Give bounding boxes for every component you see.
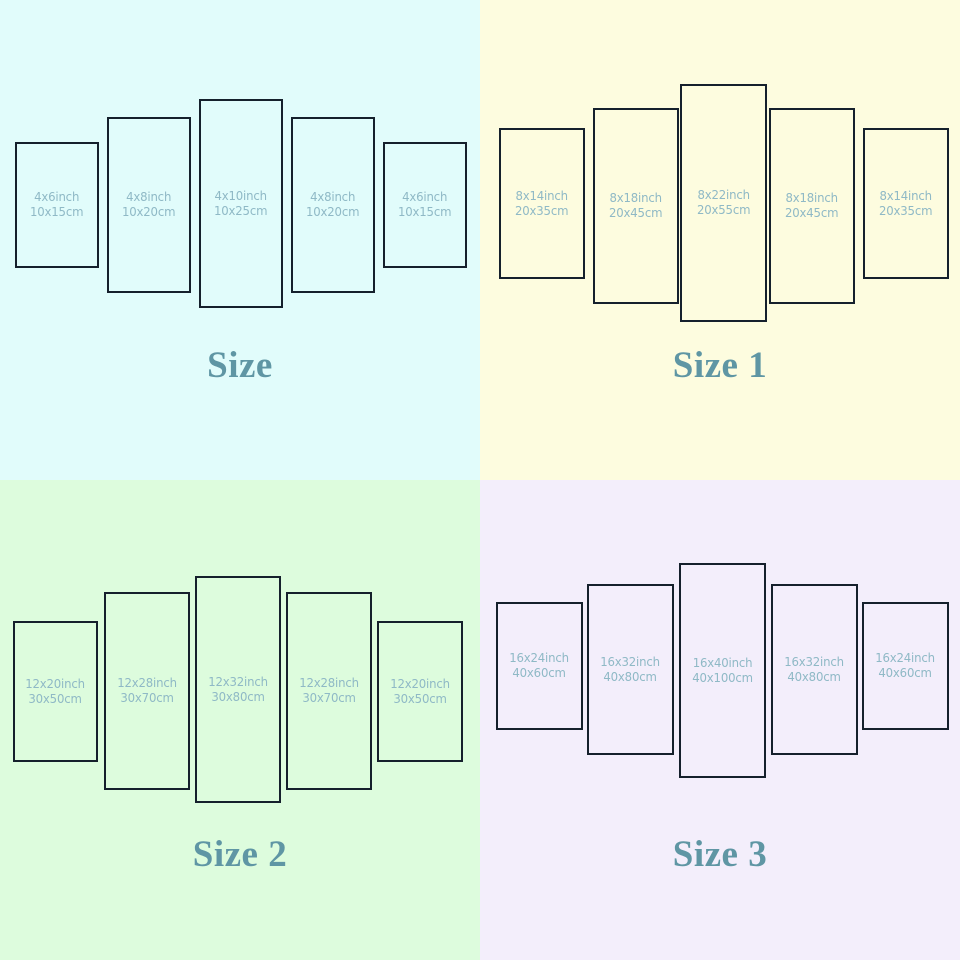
- panel-size-inch: 8x22inch: [697, 187, 750, 203]
- size-title-size-3: Size 3: [672, 834, 768, 875]
- size-title-size: Size: [207, 345, 273, 386]
- panel-size-cm: 20x45cm: [785, 205, 839, 220]
- panel-size-inch: 16x32inch: [600, 653, 661, 669]
- size-title-size-2: Size 2: [192, 834, 288, 875]
- panel-size-cm: 40x100cm: [692, 669, 753, 685]
- panel-size-inch: 4x6inch: [402, 189, 448, 205]
- panel-size-cm: 40x80cm: [787, 668, 842, 684]
- panel-size-inch: 4x10inch: [214, 187, 268, 203]
- panel-size-cm: 10x20cm: [306, 204, 360, 219]
- panel-size-cm: 20x55cm: [696, 202, 751, 217]
- size-title-size-1: Size 1: [672, 345, 768, 386]
- panel-size-inch: 12x20inch: [390, 675, 450, 691]
- panel-size-inch: 16x32inch: [784, 653, 845, 669]
- panel-size-inch: 12x28inch: [299, 675, 359, 691]
- panel-size-cm: 30x80cm: [211, 688, 265, 704]
- panel-size-cm: 40x60cm: [878, 665, 933, 680]
- panel-size-cm: 20x35cm: [515, 202, 569, 218]
- panel-size-inch: 12x28inch: [117, 675, 177, 691]
- panel-size-inch: 8x14inch: [879, 187, 933, 203]
- panel-size-cm: 30x50cm: [28, 690, 83, 706]
- panel-size-cm: 40x80cm: [603, 668, 658, 684]
- panel-size-cm: 10x15cm: [30, 204, 84, 219]
- panel-size-cm: 40x60cm: [512, 665, 567, 680]
- panel-size-inch: 12x32inch: [208, 673, 268, 689]
- panel-size-inch: 16x24inch: [509, 650, 570, 666]
- panel-size-inch: 4x8inch: [126, 189, 172, 205]
- panel-size-inch: 8x14inch: [515, 187, 569, 203]
- panel-size-cm: 10x15cm: [398, 204, 452, 219]
- panel-size-inch: 8x18inch: [785, 190, 839, 206]
- panel-size-inch: 8x18inch: [609, 190, 663, 206]
- panel-size-inch: 16x24inch: [875, 650, 936, 666]
- panel-size-cm: 20x35cm: [879, 202, 933, 218]
- panel-size-cm: 30x70cm: [120, 690, 174, 705]
- panel-size-inch: 12x20inch: [25, 675, 86, 691]
- panel-size-cm: 30x70cm: [302, 690, 356, 705]
- panel-size-cm: 20x45cm: [609, 205, 663, 220]
- panel-size-inch: 16x40inch: [692, 654, 753, 670]
- panel-size-cm: 10x20cm: [122, 204, 176, 219]
- panel-size-cm: 30x50cm: [393, 690, 447, 706]
- panel-size-cm: 10x25cm: [214, 202, 268, 218]
- panel-size-inch: 4x8inch: [310, 189, 356, 205]
- panel-size-inch: 4x6inch: [34, 189, 80, 205]
